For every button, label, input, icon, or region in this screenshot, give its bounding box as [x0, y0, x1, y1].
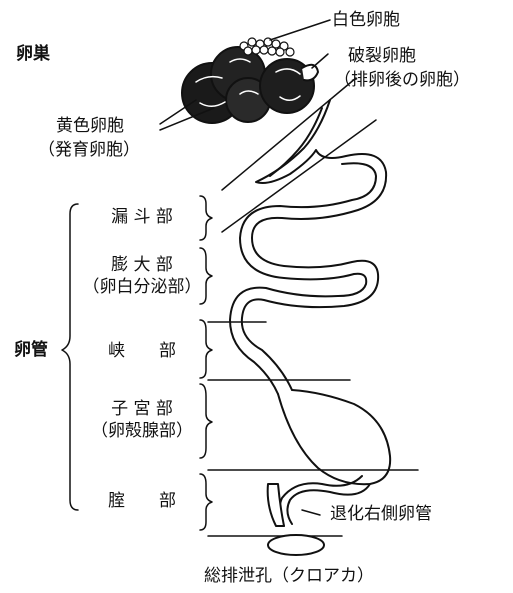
yellow-follicle-label: 黄色卵胞 — [56, 116, 124, 136]
brackets — [62, 196, 212, 530]
section-name: 子 宮 部 — [72, 398, 212, 420]
section-isthmus: 峡 部 — [72, 340, 212, 362]
cloaca-shape — [268, 535, 324, 555]
ovary-drawing — [182, 38, 318, 123]
section-note: （卵殻腺部） — [72, 420, 212, 442]
white-follicle-label: 白色卵胞 — [332, 10, 400, 30]
ruptured-follicle-shape — [302, 65, 318, 81]
section-vagina: 腟 部 — [72, 490, 212, 512]
section-name: 漏 斗 部 — [72, 206, 212, 228]
oviduct-label: 卵管 — [14, 340, 48, 360]
section-infundibulum: 漏 斗 部 — [72, 206, 212, 228]
regressed-right-oviduct-label: 退化右側卵管 — [330, 504, 432, 524]
cloaca-label: 総排泄孔（クロアカ） — [204, 566, 374, 586]
yellow-follicle-note: （発育卵胞） — [38, 140, 140, 160]
ruptured-follicle-label: 破裂卵胞 — [348, 46, 416, 66]
section-name: 膨 大 部 — [72, 254, 212, 276]
section-magnum: 膨 大 部 （卵白分泌部） — [72, 254, 212, 298]
section-uterus: 子 宮 部 （卵殻腺部） — [72, 398, 212, 442]
white-follicles — [240, 38, 294, 56]
section-name: 峡 部 — [72, 340, 212, 362]
section-name: 腟 部 — [72, 490, 212, 512]
section-note: （卵白分泌部） — [72, 276, 212, 298]
ovary-label: 卵巣 — [16, 44, 50, 64]
ruptured-follicle-note: （排卵後の卵胞） — [334, 70, 470, 90]
